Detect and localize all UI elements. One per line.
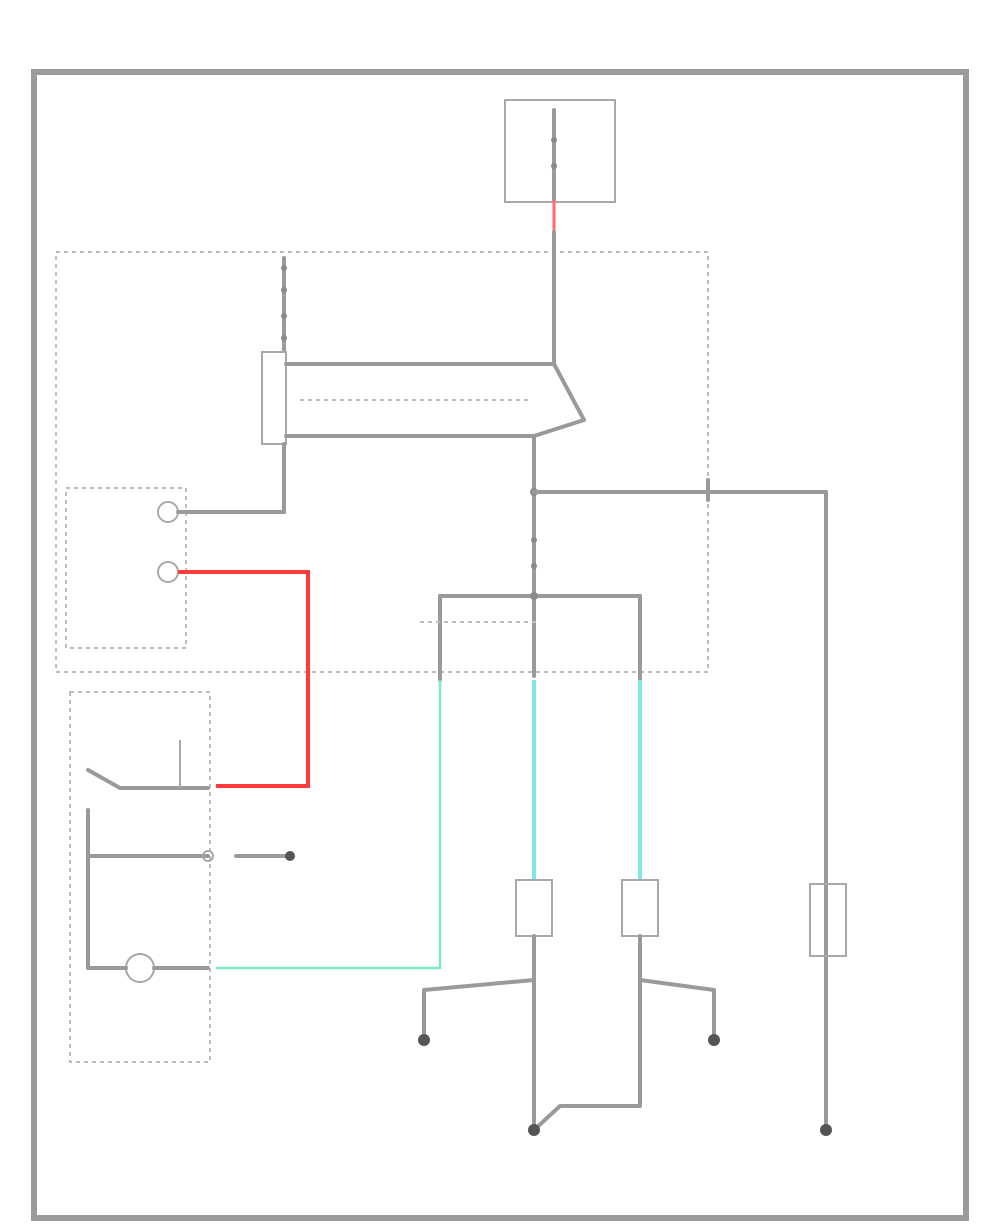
green-signal-wire [216,680,442,970]
switch-arm [86,768,122,790]
fuse-node [531,537,537,543]
connector-pin [157,561,179,583]
fuse-node [281,313,287,319]
fuse-node [281,265,287,271]
right-ground-wire [638,934,716,1042]
connector-pin [157,501,179,523]
switch-box [69,691,211,1063]
lamp-assembly-far-right [809,883,847,957]
red-signal-wire [178,570,310,788]
fuse-node [551,163,557,169]
left-module [65,487,187,649]
center-ground-dot [285,851,295,861]
diagram-frame [31,69,969,1221]
right-return-wire [532,978,642,1132]
fuse-node [281,335,287,341]
top-power-box [504,99,616,203]
left-ground-wire [422,934,536,1042]
indicator-lamp [125,953,155,983]
lamp-assembly-left [515,879,553,937]
splice-node [530,592,538,600]
bottom-ground-dot [528,1124,540,1136]
connector-pin [202,850,214,862]
lamp-assembly-right [621,879,659,937]
fuse-node [281,287,287,293]
far-right-ground-dot [820,1124,832,1136]
module-outline [55,251,709,673]
relay-coil [261,351,287,445]
right-ground-dot [708,1034,720,1046]
fuse-node [551,137,557,143]
left-ground-dot [418,1034,430,1046]
fuse-node [531,563,537,569]
relay-switch-contact [532,362,586,438]
